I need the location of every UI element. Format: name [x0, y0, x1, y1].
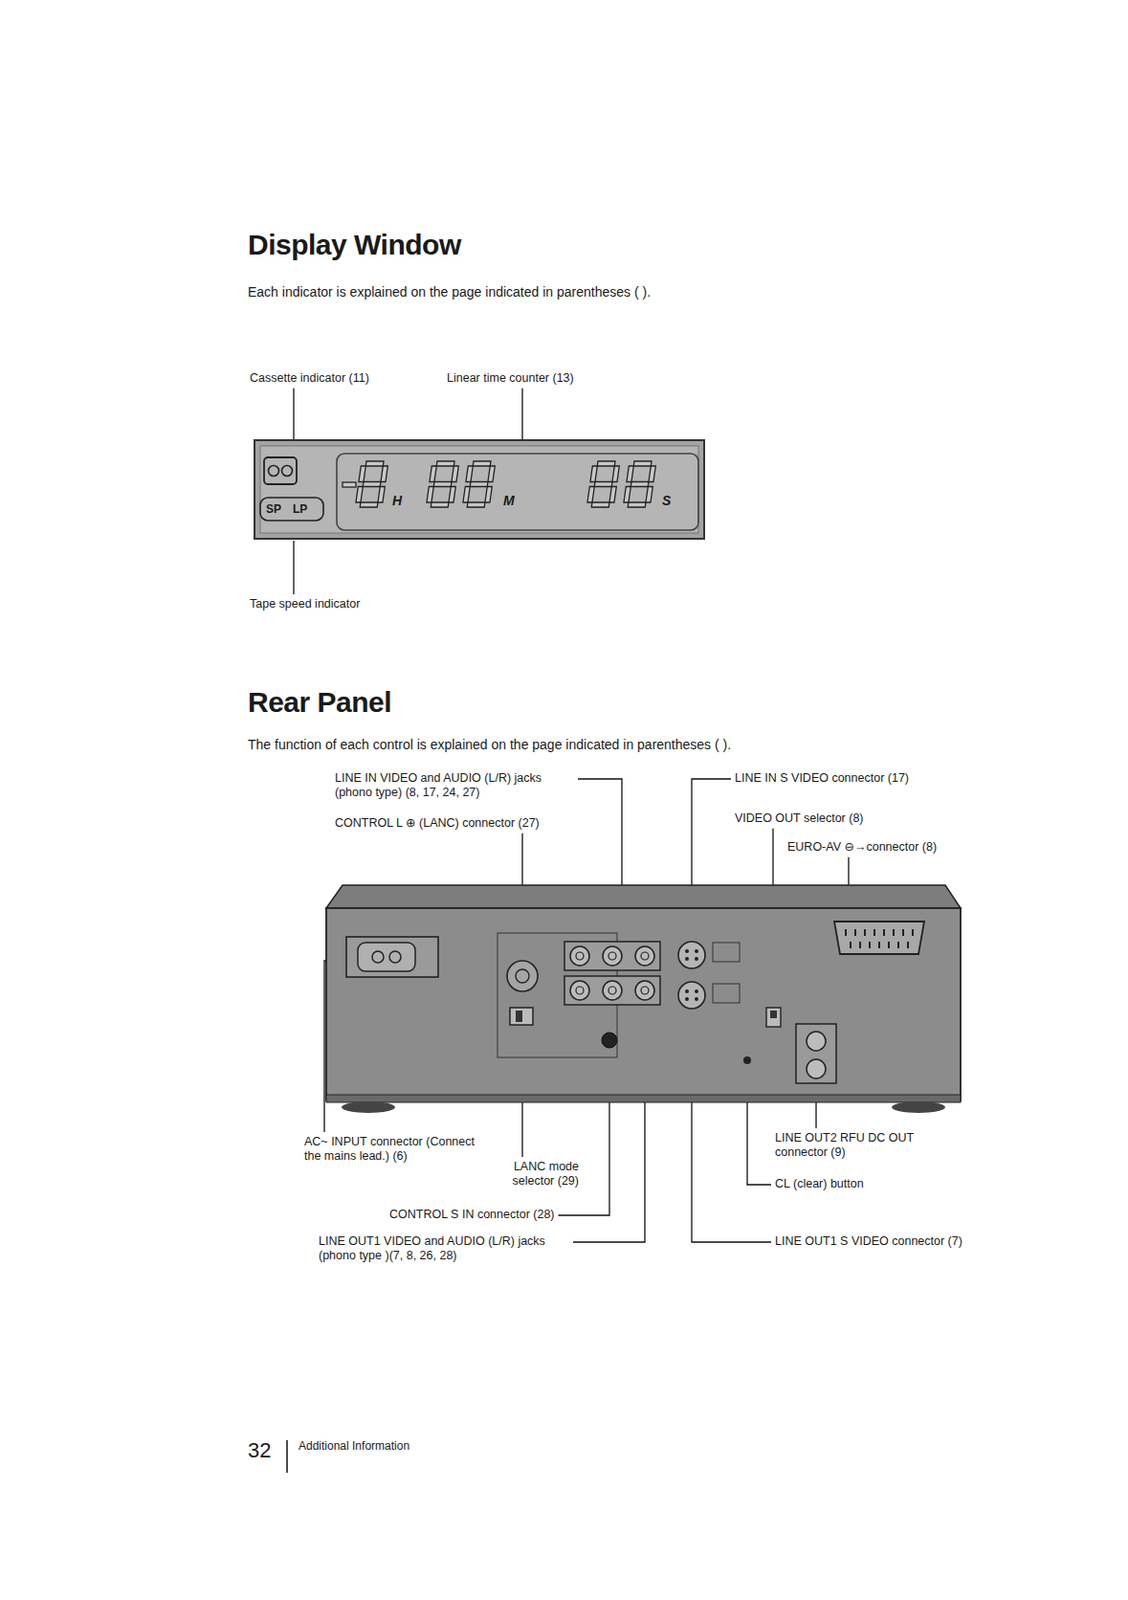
- callout-label: LANC mode selector (29): [492, 1159, 579, 1189]
- callout-label: CONTROL S IN connector (28): [389, 1207, 555, 1222]
- callout-label: LINE OUT1 VIDEO and AUDIO (L/R) jacks (p…: [318, 1234, 570, 1263]
- callout-label: Tape speed indicator: [249, 597, 360, 612]
- intro-note: Each indicator is explained on the page …: [247, 284, 651, 301]
- lcd-unit: S: [662, 492, 671, 509]
- lcd-digit: [354, 461, 389, 508]
- callout-label: LINE IN VIDEO and AUDIO (L/R) jacks (pho…: [334, 771, 575, 800]
- lcd-unit: M: [503, 492, 515, 509]
- lcd-digit: [462, 461, 496, 508]
- page-heading: Display Window: [247, 227, 462, 262]
- callout-label: LINE OUT1 S VIDEO connector (7): [774, 1234, 963, 1249]
- callout-label: Linear time counter (13): [446, 371, 575, 386]
- callout-label: VIDEO OUT selector (8): [734, 811, 864, 826]
- lcd-unit: H: [392, 492, 402, 509]
- page-number: 32: [247, 1437, 271, 1463]
- callout-label: LINE OUT2 RFU DC OUT connector (9): [774, 1130, 940, 1160]
- callout-label: CONTROL L ⊕ (LANC) connector (27): [334, 816, 540, 831]
- lcd-digit: [586, 461, 620, 508]
- callout-label: Cassette indicator (11): [249, 371, 370, 386]
- separator-rule: [286, 1439, 288, 1473]
- vcr-rear-panel: [326, 884, 961, 1113]
- callout-label: CL (clear) button: [774, 1176, 864, 1192]
- section-name: Additional Information: [298, 1438, 410, 1453]
- leader-line: [292, 540, 294, 595]
- lcd-indicator: SP: [265, 502, 282, 516]
- lcd-indicator: LP: [292, 502, 308, 516]
- lcd-digit: [622, 461, 657, 508]
- callout-label: EURO-AV ⊖→connector (8): [787, 840, 937, 855]
- lcd-digit: [425, 461, 460, 508]
- intro-note: The function of each control is explaine…: [247, 736, 731, 753]
- page-heading: Rear Panel: [247, 685, 392, 719]
- callout-label: LINE IN S VIDEO connector (17): [734, 771, 909, 786]
- display-window: [254, 440, 705, 539]
- callout-label: AC~ INPUT connector (Connect the mains l…: [304, 1134, 485, 1164]
